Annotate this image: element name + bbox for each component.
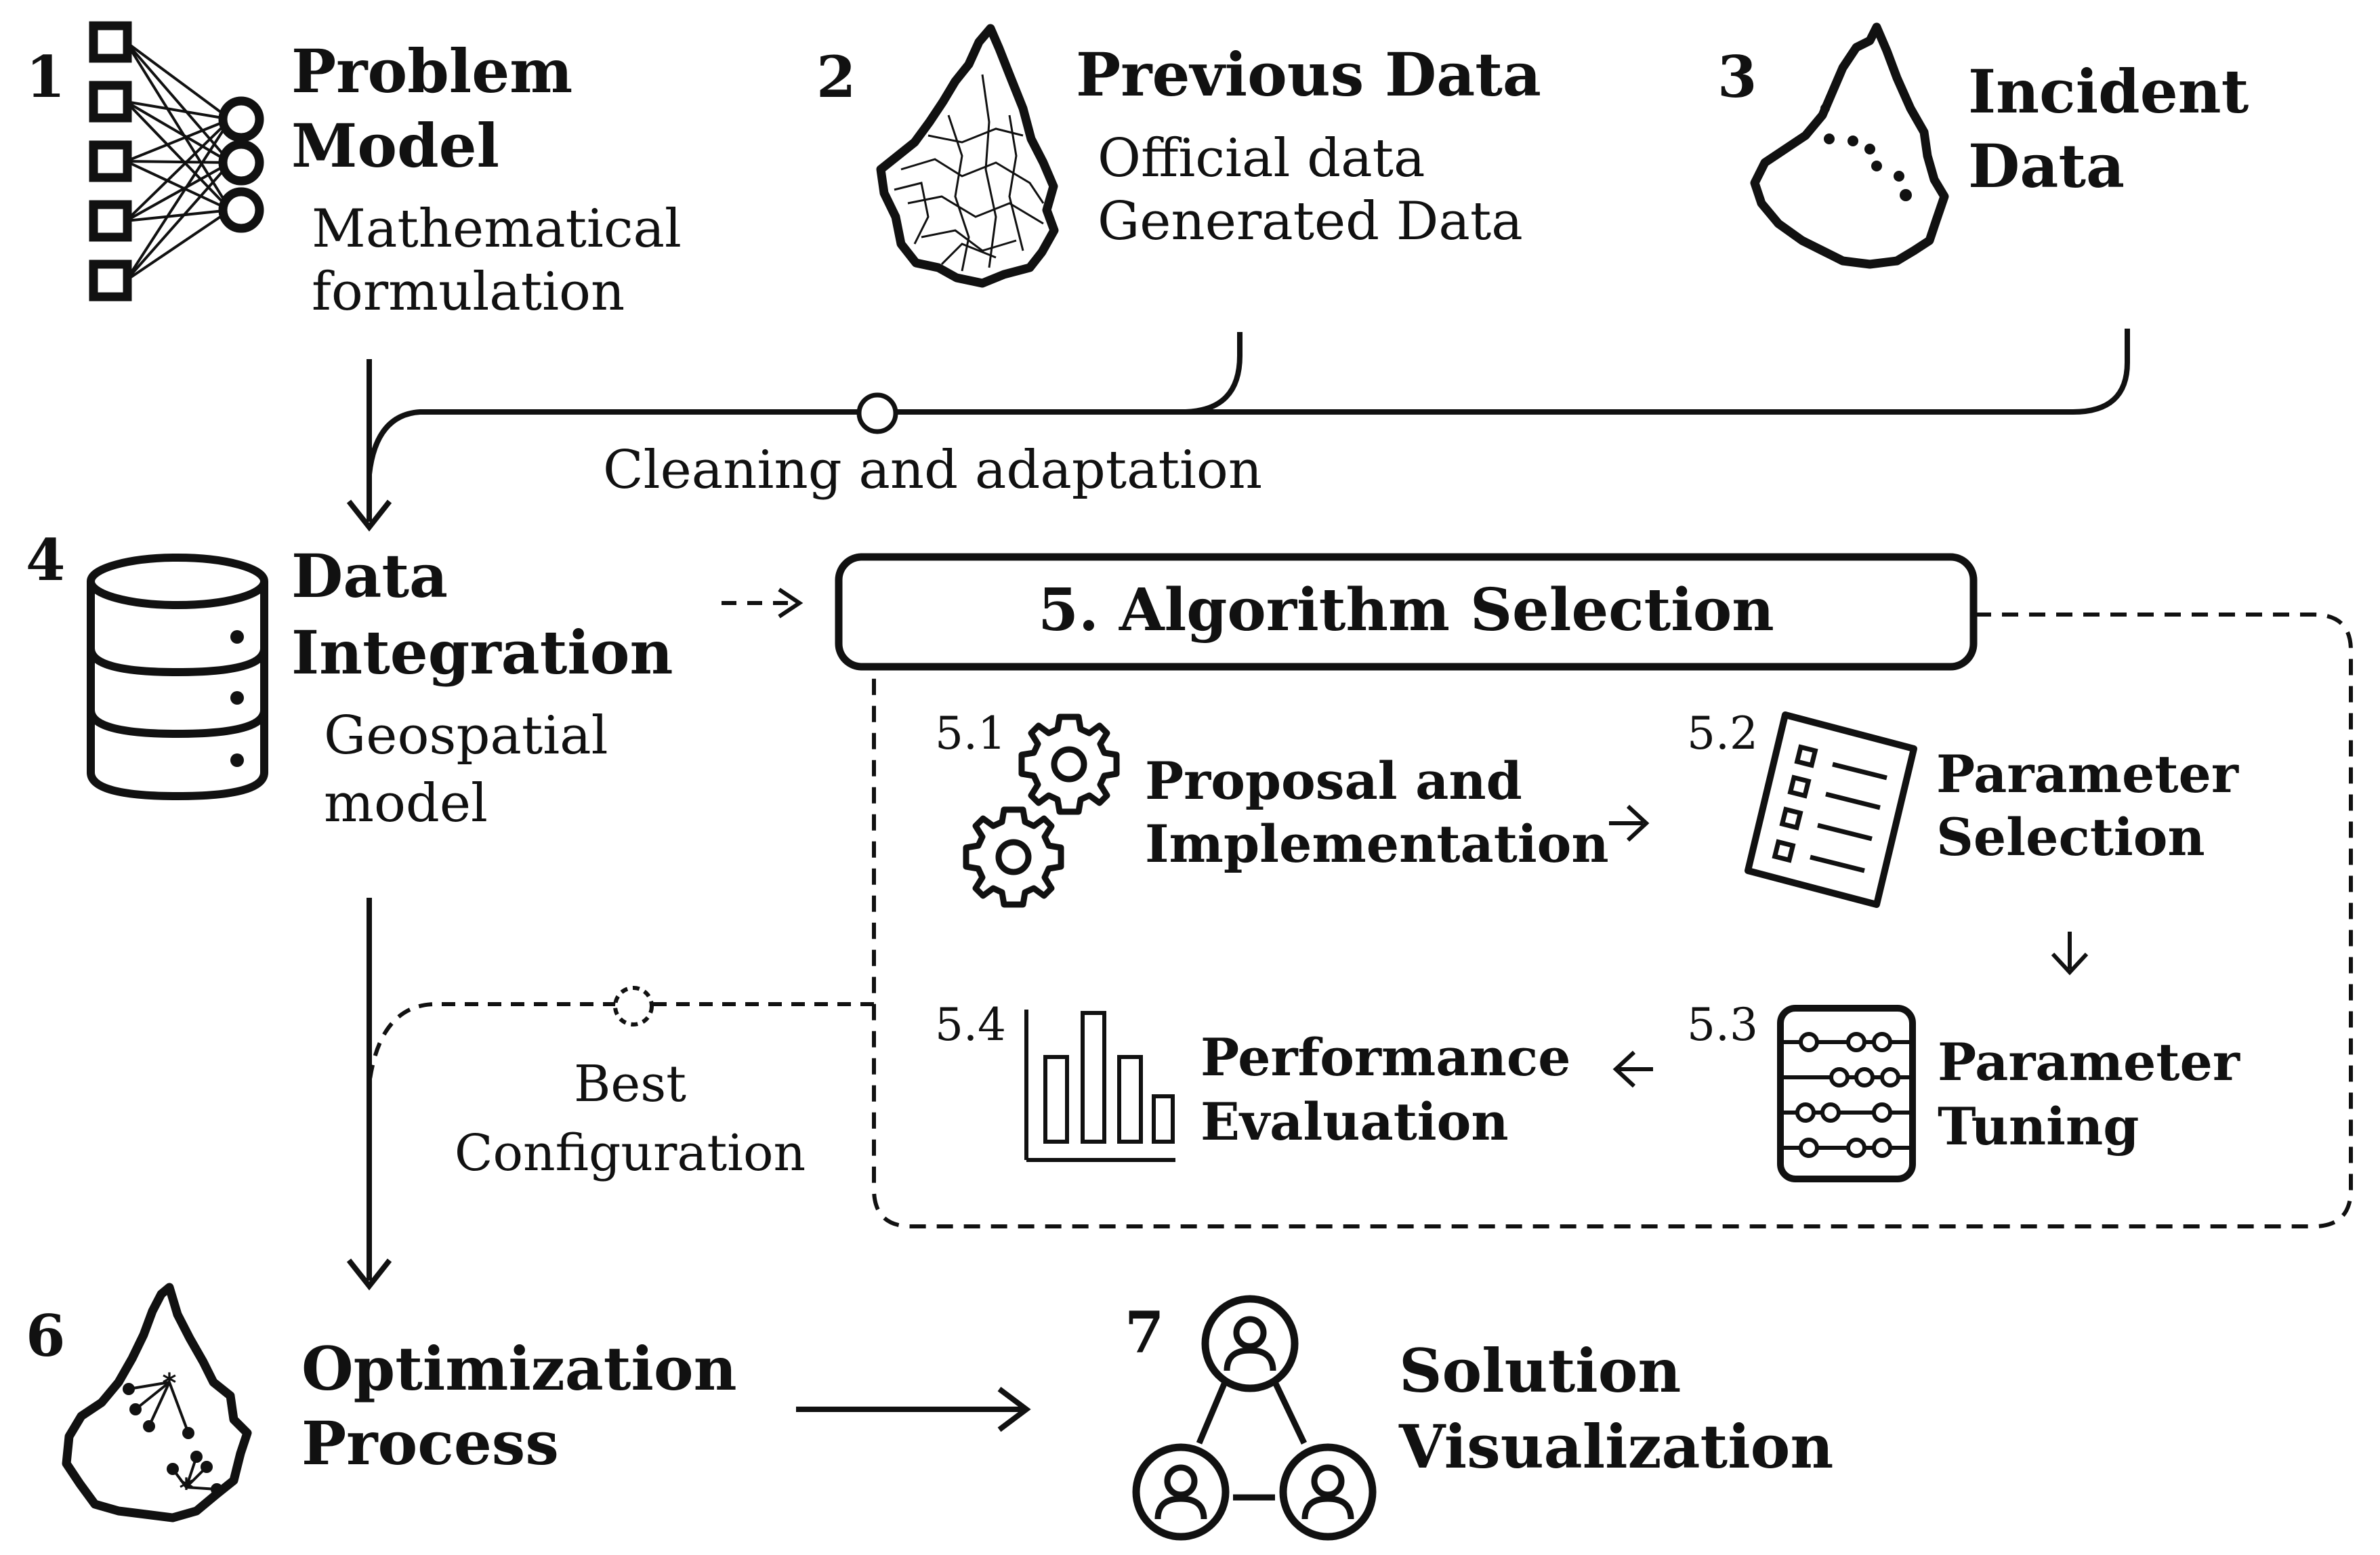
database-icon (87, 554, 268, 801)
step1-title-line1: Problem (291, 36, 573, 106)
cleaning-connector (346, 329, 2130, 532)
step5-1-title-line2: Implementation (1145, 814, 1609, 874)
step2-title: Previous Data (1076, 39, 1541, 110)
integration-to-optimization-arrow (346, 898, 392, 1291)
step4-title-line2: Integration (291, 617, 673, 688)
cleaning-label: Cleaning and adaptation (603, 440, 1263, 501)
step1-subtitle-line1: Mathematical (312, 199, 682, 260)
step4-subtitle-line2: model (324, 773, 488, 834)
step1-title-line2: Model (291, 110, 500, 181)
algorithm-selection-region (872, 613, 2353, 1228)
user-network-icon (1136, 1299, 1373, 1537)
step5-2-number: 5.2 (1687, 707, 1758, 760)
neural-network-icon (89, 21, 264, 302)
step7-title-line1: Solution (1399, 1335, 1682, 1406)
step5-4-title-line2: Evaluation (1201, 1092, 1509, 1152)
step5-3-title-line2: Tuning (1938, 1096, 2139, 1157)
city-map-with-roads-icon (876, 24, 1059, 288)
step3-number: 3 (1717, 43, 1757, 110)
cleaning-node (856, 392, 898, 434)
database-dots (230, 630, 244, 767)
city-map-with-routes-icon: * * (62, 1283, 252, 1522)
step1-subtitle-line2: formulation (312, 262, 625, 323)
svg-text:*: * (180, 1473, 194, 1504)
step3-title-line2: Data (1968, 131, 2125, 201)
step5-4-title-line1: Performance (1201, 1027, 1571, 1087)
best-configuration-label-line1: Best (574, 1055, 686, 1113)
sliders-icon (1777, 1005, 1916, 1182)
step6-title-line2: Process (301, 1408, 559, 1478)
step5-3-title-line1: Parameter (1938, 1032, 2240, 1092)
svg-text:*: * (163, 1368, 177, 1399)
optimization-to-visualization-arrow (796, 1386, 1031, 1432)
step2-subtitle-line2: Generated Data (1098, 191, 1523, 252)
step5-2-title-line2: Selection (1936, 807, 2205, 867)
step2-subtitle-line1: Official data (1098, 128, 1425, 189)
step6-number: 6 (26, 1302, 66, 1369)
step2-number: 2 (816, 43, 856, 110)
step4-title-line1: Data (291, 541, 448, 611)
checklist-icon (1745, 711, 1917, 908)
step7-title-line2: Visualization (1399, 1411, 1834, 1482)
step7-number: 7 (1125, 1299, 1165, 1366)
step6-title-line1: Optimization (301, 1333, 737, 1404)
step1-number: 1 (26, 43, 66, 110)
algorithm-selection-box (835, 553, 1978, 671)
step3-title-line1: Incident (1968, 56, 2249, 127)
step5-1-number: 5.1 (935, 707, 1006, 760)
step4-subtitle-line1: Geospatial (324, 705, 608, 766)
step5-4-number: 5.4 (935, 999, 1006, 1051)
bar-chart-icon (1024, 1010, 1175, 1162)
best-configuration-connector (367, 1002, 874, 1085)
step5-1-title-line1: Proposal and (1145, 751, 1522, 811)
city-map-with-incidents-icon (1750, 22, 1949, 269)
best-configuration-label-line2: Configuration (454, 1124, 806, 1182)
integration-to-selection-arrow (722, 587, 803, 619)
algorithm-selection-title: 5. Algorithm Selection (1038, 576, 1774, 644)
step5-2-title-line1: Parameter (1936, 744, 2238, 804)
step5-arrows (1609, 804, 2089, 1088)
step5-3-number: 5.3 (1687, 999, 1758, 1051)
step4-number: 4 (26, 526, 66, 594)
best-configuration-node (613, 986, 654, 1027)
